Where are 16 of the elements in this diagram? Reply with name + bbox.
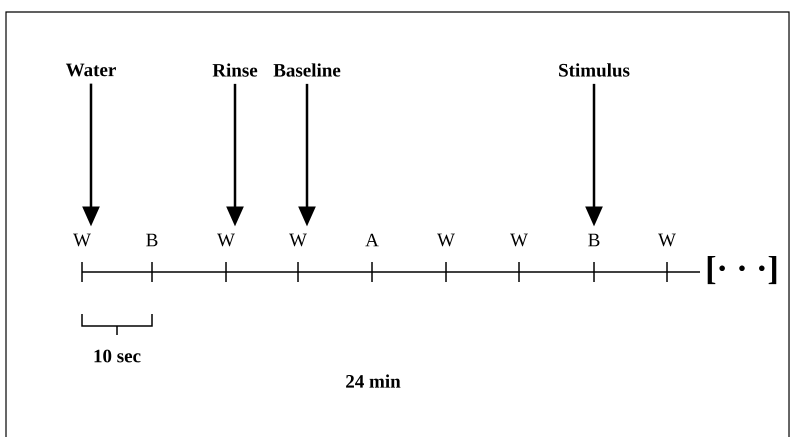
phase-label: Water — [66, 64, 116, 76]
duration-label: 24 min — [346, 374, 400, 388]
timeline-letter: W — [73, 234, 91, 246]
phase-label: Rinse — [212, 63, 258, 77]
timeline-letter: B — [588, 234, 600, 246]
dimension-label: 10 sec — [94, 350, 141, 362]
timeline-letter: W — [217, 234, 235, 246]
timeline-letter: A — [365, 234, 379, 246]
timeline-letter: W — [437, 234, 455, 246]
timeline-letter: W — [510, 234, 528, 246]
phase-label: Stimulus — [559, 63, 630, 77]
timeline-letter: W — [289, 234, 307, 246]
phase-label: Baseline — [274, 63, 340, 77]
timeline-letter: W — [658, 234, 676, 246]
continuation-mark: [· · ·] — [708, 256, 776, 284]
timeline-letter: B — [146, 234, 158, 246]
